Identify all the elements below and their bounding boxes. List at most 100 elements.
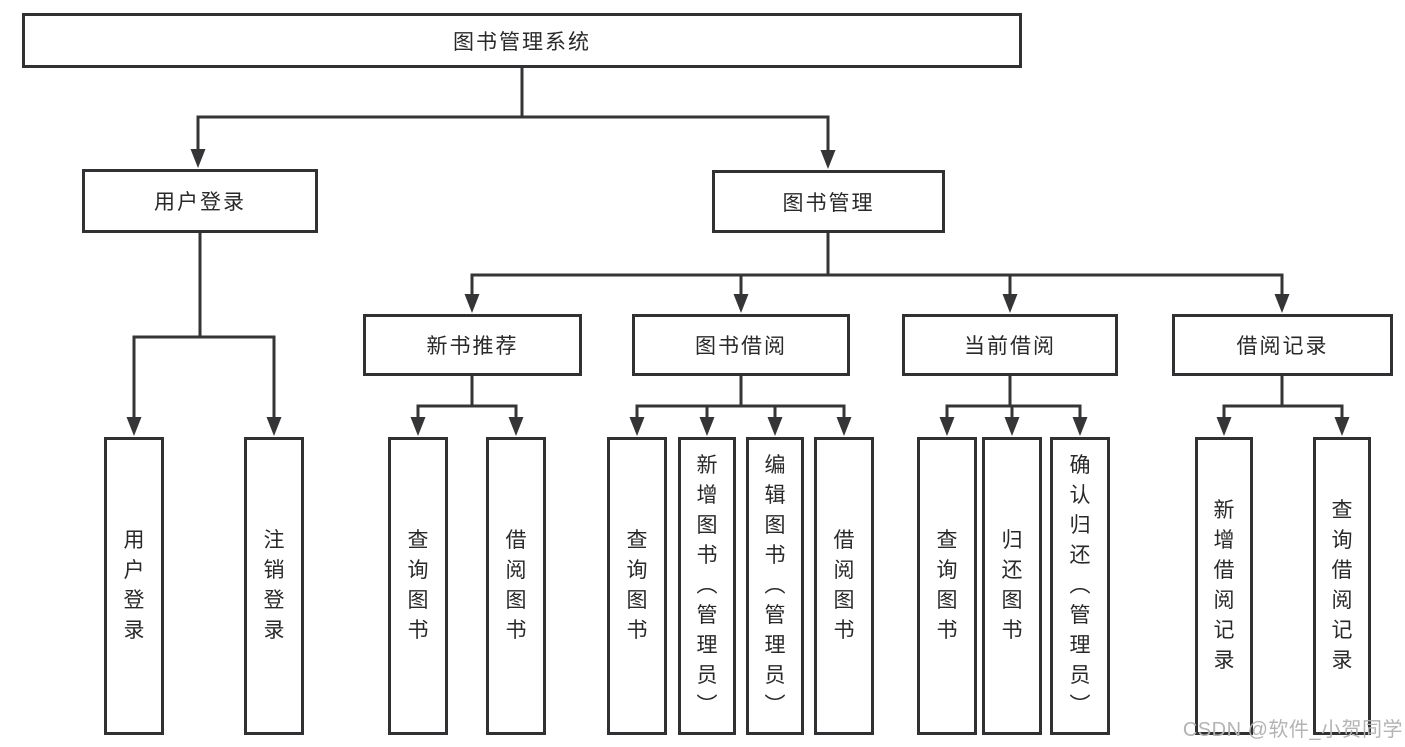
- arrowhead-down-icon: [939, 417, 955, 436]
- node-label-char: 书: [407, 619, 429, 642]
- node-label-char: 录: [1331, 649, 1353, 672]
- arrowhead-down-icon: [1002, 294, 1018, 313]
- node-label-char: 阅: [1213, 589, 1235, 612]
- node-label-char: 查: [936, 529, 958, 552]
- node-label-char: 图: [764, 514, 786, 537]
- node-label-char: 记: [1331, 619, 1353, 642]
- node-label: 图书借阅: [695, 335, 787, 358]
- node-leaf-add-books-admin: 新增图书︵管理员︶: [678, 437, 736, 735]
- node-label-char: 员: [696, 664, 718, 687]
- node-label-char: 阅: [833, 559, 855, 582]
- arrowhead-down-icon: [266, 417, 282, 436]
- node-label-char: 理: [764, 634, 786, 657]
- node-leaf-query-books-1: 查询图书: [388, 437, 448, 735]
- node-label-char: ︶: [696, 694, 718, 717]
- node-label-char: 归: [1001, 529, 1023, 552]
- node-label-char: 员: [764, 664, 786, 687]
- arrowhead-down-icon: [1216, 417, 1232, 436]
- node-label-char: 新: [1213, 499, 1235, 522]
- node-label-char: 借: [1331, 559, 1353, 582]
- arrowhead-down-icon: [836, 417, 852, 436]
- node-label-char: 图: [696, 514, 718, 537]
- node-leaf-add-borrow-record: 新增借阅记录: [1195, 437, 1253, 735]
- node-leaf-return-books: 归还图书: [982, 437, 1042, 735]
- node-label-char: 员: [1069, 664, 1091, 687]
- node-label-char: 管: [696, 604, 718, 627]
- node-label-char: ︵: [1069, 574, 1091, 597]
- node-label-char: 书: [833, 619, 855, 642]
- node-leaf-query-books-3: 查询图书: [917, 437, 977, 735]
- node-label: 用户登录: [154, 191, 246, 214]
- node-label: 编辑图书︵管理员︶: [765, 451, 786, 721]
- node-label: 当前借阅: [964, 335, 1056, 358]
- node-label-char: 借: [833, 529, 855, 552]
- node-label-char: 增: [696, 484, 718, 507]
- node-label-char: 图: [1001, 589, 1023, 612]
- node-label: 图书管理: [782, 191, 875, 215]
- node-label-char: ︶: [764, 694, 786, 717]
- arrowhead-down-icon: [464, 294, 480, 313]
- node-label: 归还图书: [1002, 526, 1023, 646]
- arrowhead-down-icon: [767, 417, 783, 436]
- node-label-char: 录: [123, 619, 145, 642]
- node-label-char: 图: [626, 589, 648, 612]
- node-leaf-query-borrow-record: 查询借阅记录: [1313, 437, 1371, 735]
- node-label-char: 书: [696, 544, 718, 567]
- node-label-char: 阅: [505, 559, 527, 582]
- node-label-char: ︵: [696, 574, 718, 597]
- arrowhead-down-icon: [190, 149, 206, 168]
- node-label-char: 记: [1213, 619, 1235, 642]
- node-leaf-user-login: 用户登录: [104, 437, 164, 735]
- node-label: 查询图书: [937, 526, 958, 646]
- node-label-char: 还: [1069, 544, 1091, 567]
- node-label-char: 书: [626, 619, 648, 642]
- node-label-char: 图: [833, 589, 855, 612]
- node-label: 图书管理系统: [453, 30, 591, 54]
- node-label-char: 查: [1331, 499, 1353, 522]
- node-label-char: 理: [1069, 634, 1091, 657]
- node-label: 新增借阅记录: [1214, 496, 1235, 676]
- node-leaf-edit-books-admin: 编辑图书︵管理员︶: [746, 437, 804, 735]
- arrowhead-down-icon: [1334, 417, 1350, 436]
- node-label-char: ︶: [1069, 694, 1091, 717]
- node-label-char: 注: [263, 529, 285, 552]
- node-book-management: 图书管理: [712, 170, 945, 233]
- node-leaf-confirm-return: 确认归还︵管理员︶: [1050, 437, 1110, 735]
- node-book-borrowing: 图书借阅: [632, 314, 850, 376]
- node-label-char: 登: [123, 589, 145, 612]
- node-label: 用户登录: [124, 526, 145, 646]
- node-label-char: 借: [505, 529, 527, 552]
- node-label-char: 确: [1069, 454, 1091, 477]
- node-label: 查询图书: [408, 526, 429, 646]
- node-label: 查询借阅记录: [1332, 496, 1353, 676]
- node-current-borrowing: 当前借阅: [902, 314, 1118, 376]
- node-label: 确认归还︵管理员︶: [1070, 451, 1091, 721]
- node-label-char: 借: [1213, 559, 1235, 582]
- node-user-login: 用户登录: [82, 169, 318, 233]
- node-label-char: 录: [263, 619, 285, 642]
- node-label-char: 还: [1001, 559, 1023, 582]
- node-label-char: 管: [764, 604, 786, 627]
- node-label-char: 图: [407, 589, 429, 612]
- node-label-char: ︵: [764, 574, 786, 597]
- node-label-char: 销: [263, 559, 285, 582]
- node-label: 借阅图书: [834, 526, 855, 646]
- node-label-char: 询: [936, 559, 958, 582]
- node-label-char: 增: [1213, 529, 1235, 552]
- node-label-char: 归: [1069, 514, 1091, 537]
- node-label-char: 书: [764, 544, 786, 567]
- node-borrowing-records: 借阅记录: [1172, 314, 1393, 376]
- arrowhead-down-icon: [410, 417, 426, 436]
- node-label-char: 管: [1069, 604, 1091, 627]
- node-leaf-borrow-books-1: 借阅图书: [486, 437, 546, 735]
- node-label-char: 询: [407, 559, 429, 582]
- node-system: 图书管理系统: [22, 13, 1022, 68]
- node-label-char: 图: [505, 589, 527, 612]
- arrowhead-down-icon: [1004, 417, 1020, 436]
- node-label-char: 询: [1331, 529, 1353, 552]
- node-label-char: 书: [505, 619, 527, 642]
- arrowhead-down-icon: [1274, 294, 1290, 313]
- node-label: 新增图书︵管理员︶: [697, 451, 718, 721]
- node-label-char: 查: [407, 529, 429, 552]
